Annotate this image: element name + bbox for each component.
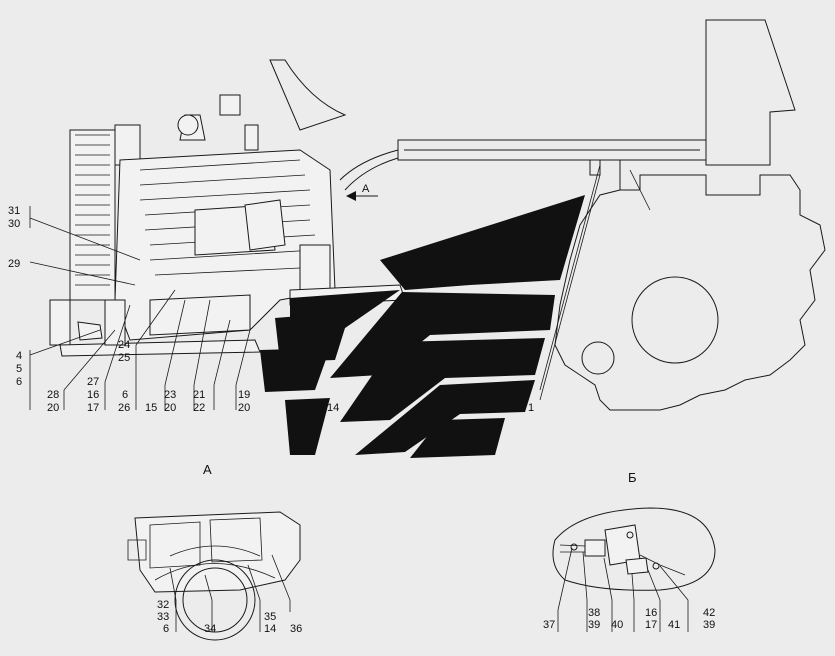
- label-6: 6: [16, 376, 22, 388]
- label-20b: 20: [164, 402, 176, 414]
- tractor-frame-outline: [269, 19, 826, 411]
- label-b-callout: Б: [358, 402, 365, 414]
- label-a-34: 34: [204, 623, 216, 635]
- view-a-title: А: [203, 462, 212, 477]
- label-31: 31: [8, 205, 20, 217]
- label-23: 23: [164, 389, 176, 401]
- label-21: 21: [193, 389, 205, 401]
- label-a-33: 33: [157, 611, 169, 623]
- label-b-16: 16: [645, 607, 657, 619]
- view-a-arrow: А: [346, 183, 378, 201]
- label-24: 24: [118, 339, 130, 351]
- label-a-32: 32: [157, 599, 169, 611]
- hood-stripe-pattern: [260, 195, 585, 458]
- view-b-detail: [552, 507, 716, 591]
- label-b-40: 40: [611, 619, 623, 631]
- label-27: 27: [87, 376, 99, 388]
- label-a-6: 6: [163, 623, 169, 635]
- label-b-17: 17: [645, 619, 657, 631]
- label-b-41: 41: [668, 619, 680, 631]
- label-15b: 15: [300, 402, 312, 414]
- label-a-35: 35: [264, 611, 276, 623]
- leader-lines: [29, 174, 601, 410]
- view-a-detail: [127, 511, 301, 641]
- label-b-38: 38: [588, 607, 600, 619]
- main-view-labels: 31 30 29 4 5 6 28 20 27 16 17 24 25 6 26…: [8, 205, 534, 414]
- label-15: 15: [145, 402, 157, 414]
- label-4: 4: [16, 350, 22, 362]
- label-5: 5: [16, 363, 22, 375]
- view-b-title: Б: [628, 470, 637, 485]
- label-29: 29: [8, 258, 20, 270]
- label-6b: 6: [122, 389, 128, 401]
- view-a-labels: 32 33 6 34 35 14 36: [157, 599, 302, 635]
- view-a-leaders: [169, 554, 291, 632]
- label-b-42: 42: [703, 607, 715, 619]
- label-a-14: 14: [264, 623, 276, 635]
- label-28: 28: [47, 389, 59, 401]
- label-20: 20: [47, 402, 59, 414]
- label-1: 1: [528, 402, 534, 414]
- arrow-a-label: А: [362, 183, 370, 195]
- view-b-leaders: [557, 547, 689, 632]
- label-14: 14: [327, 402, 339, 414]
- label-b-39: 39: [588, 619, 600, 631]
- label-22: 22: [193, 402, 205, 414]
- label-16: 16: [87, 389, 99, 401]
- label-30: 30: [8, 218, 20, 230]
- label-26: 26: [118, 402, 130, 414]
- label-17: 17: [87, 402, 99, 414]
- label-b-37: 37: [543, 619, 555, 631]
- view-b-labels: 37 38 39 40 16 17 41 42 39: [543, 607, 715, 631]
- label-25: 25: [118, 352, 130, 364]
- label-a-36: 36: [290, 623, 302, 635]
- label-b-39b: 39: [703, 619, 715, 631]
- label-19: 19: [238, 389, 250, 401]
- label-20c: 20: [238, 402, 250, 414]
